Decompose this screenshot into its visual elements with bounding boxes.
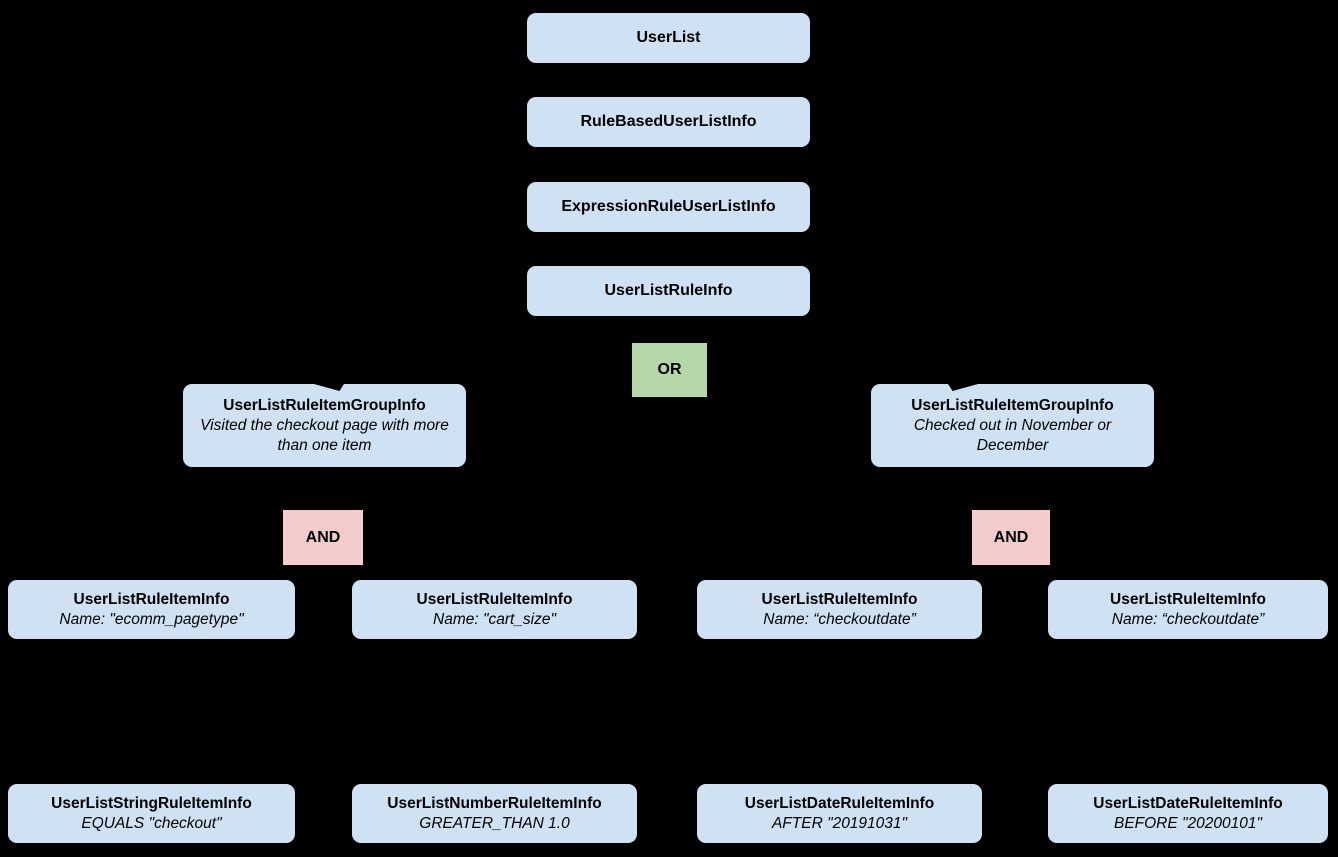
arrowhead-notch-left: [314, 384, 344, 391]
rule-item-node: UserListRuleItemInfo Name: "cart_size": [352, 580, 637, 639]
leaf-item-subtitle: BEFORE "20200101": [1113, 814, 1262, 832]
node-expressionruleuserlistinfo: ExpressionRuleUserListInfo: [527, 182, 810, 232]
rule-item-node: UserListRuleItemInfo Name: “checkoutdate…: [697, 580, 982, 639]
group-subtitle: Checked out in November or December: [913, 416, 1112, 454]
rule-item-title: UserListRuleItemInfo: [1110, 590, 1266, 608]
group-title: UserListRuleItemGroupInfo: [911, 396, 1114, 414]
or-operator: OR: [632, 343, 707, 397]
node-rulebaseduserlistinfo: RuleBasedUserListInfo: [527, 97, 810, 147]
node-label: ExpressionRuleUserListInfo: [561, 198, 776, 215]
node-label: RuleBasedUserListInfo: [580, 113, 757, 130]
leaf-item-node: UserListDateRuleItemInfo AFTER "20191031…: [697, 784, 982, 843]
group-node-right: UserListRuleItemGroupInfo Checked out in…: [871, 384, 1154, 467]
node-label: UserListRuleInfo: [604, 282, 733, 299]
and-operator-label: AND: [305, 528, 341, 546]
rule-item-subtitle: Name: “checkoutdate”: [763, 610, 916, 628]
and-operator-right: AND: [972, 510, 1050, 565]
rule-item-title: UserListRuleItemInfo: [73, 590, 230, 608]
rule-item-title: UserListRuleItemInfo: [416, 590, 573, 608]
and-operator-left: AND: [283, 510, 363, 565]
rule-item-subtitle: Name: "cart_size": [433, 610, 556, 628]
leaf-item-title: UserListNumberRuleItemInfo: [387, 794, 602, 812]
leaf-item-subtitle: EQUALS "checkout": [81, 814, 222, 832]
or-operator-label: OR: [657, 361, 682, 378]
rule-item-node: UserListRuleItemInfo Name: “checkoutdate…: [1048, 580, 1328, 639]
leaf-item-node: UserListDateRuleItemInfo BEFORE "2020010…: [1048, 784, 1328, 843]
arrowhead-notch-right: [948, 384, 978, 391]
group-node-left: UserListRuleItemGroupInfo Visited the ch…: [183, 384, 466, 467]
leaf-item-subtitle: GREATER_THAN 1.0: [419, 814, 570, 832]
leaf-item-node: UserListStringRuleItemInfo EQUALS "check…: [8, 784, 295, 843]
leaf-item-title: UserListStringRuleItemInfo: [51, 794, 252, 812]
rule-item-subtitle: Name: “checkoutdate”: [1111, 610, 1265, 628]
leaf-item-title: UserListDateRuleItemInfo: [744, 794, 935, 812]
group-title: UserListRuleItemGroupInfo: [223, 396, 426, 414]
node-userlistruleinfo: UserListRuleInfo: [527, 266, 810, 316]
leaf-item-node: UserListNumberRuleItemInfo GREATER_THAN …: [352, 784, 637, 843]
rule-item-title: UserListRuleItemInfo: [761, 590, 918, 608]
rule-item-subtitle: Name: "ecomm_pagetype": [59, 610, 244, 628]
node-userlist: UserList: [527, 13, 810, 63]
and-operator-label: AND: [993, 528, 1029, 546]
leaf-item-subtitle: AFTER "20191031": [771, 814, 908, 832]
leaf-item-title: UserListDateRuleItemInfo: [1093, 794, 1283, 812]
group-subtitle: Visited the checkout page with more than…: [200, 416, 449, 454]
node-label: UserList: [636, 29, 701, 46]
rule-item-node: UserListRuleItemInfo Name: "ecomm_pagety…: [8, 580, 295, 639]
